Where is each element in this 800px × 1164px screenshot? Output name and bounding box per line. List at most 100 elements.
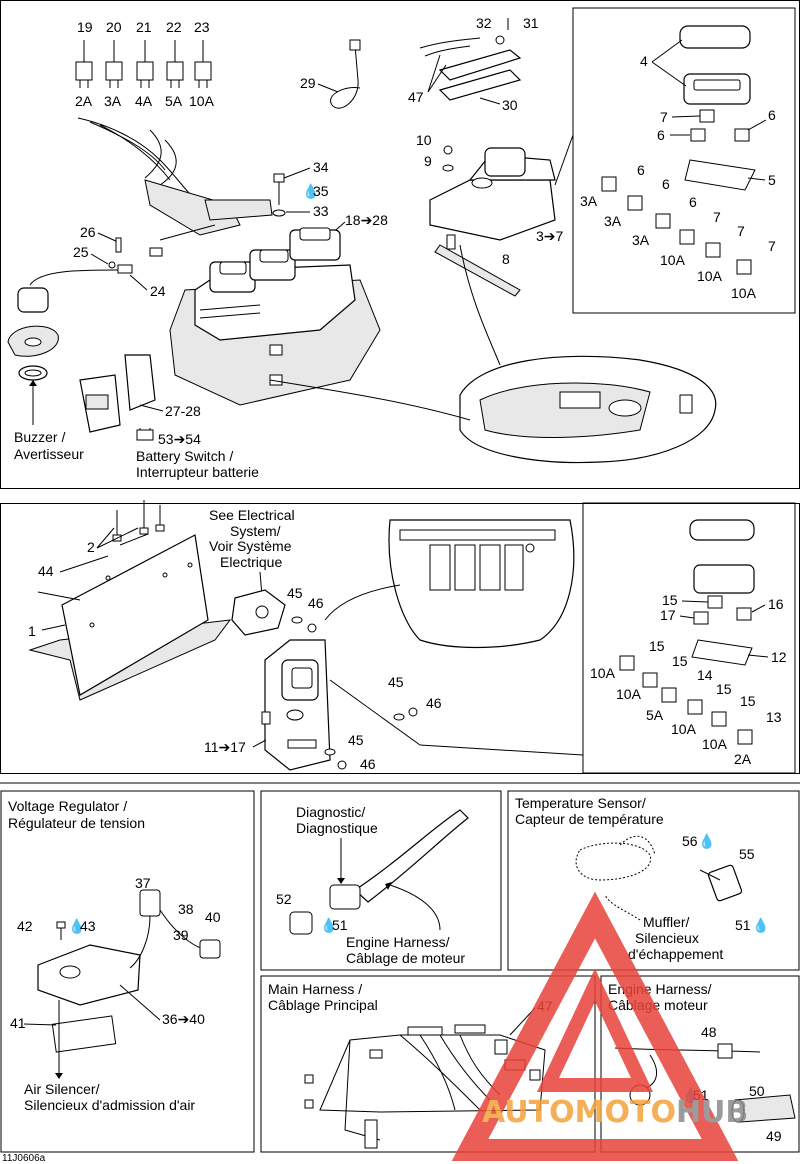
automotohub-watermark-logo: AUTOMOTOHUB [451,891,748,1161]
callout-35: 35 [313,183,329,199]
callout-33: 33 [313,203,329,219]
figure-reference: 11J0606a [2,1153,46,1164]
callout-55: 55 [739,846,755,862]
callout-15a: 15 [662,592,678,608]
callout-44: 44 [38,563,54,579]
callout-6a: 6 [657,127,665,143]
nut-icon-c [337,760,347,770]
callout-30: 30 [502,97,518,113]
watermark-text: AUTOMOTOHUB [482,1095,748,1130]
callout-51a: 51 [332,917,348,933]
callout-11-17: 11➔17 [204,739,246,755]
callout-45a: 45 [287,585,303,601]
callout-12: 12 [771,649,787,665]
air-silencer-label: Air Silencer/ [24,1081,100,1097]
callout-47: 47 [408,89,424,105]
fuse-cover-icon-2 [689,519,755,666]
rating-4a: 4A [135,93,153,109]
buzzer-icon [7,287,59,381]
callout-21: 21 [136,19,152,35]
callout-6e: 6 [689,194,697,210]
callout-5: 5 [768,172,776,188]
callout-52: 52 [276,891,292,907]
callout-31: 31 [523,15,539,31]
callout-6c: 6 [637,162,645,178]
callout-51b: 51 [735,917,751,933]
main-harness-title-fr: Câblage Principal [268,997,378,1013]
callout-38: 38 [178,901,194,917]
rating-3a-1: 3A [580,193,598,209]
muffler-label-2: Silencieux [635,930,699,946]
buzzer-label: Buzzer / [14,429,65,445]
callout-8: 8 [502,251,510,267]
callout-46b: 46 [426,695,442,711]
callout-15d: 15 [716,681,732,697]
fuse-holder-icon [261,639,331,771]
callout-9: 9 [424,153,432,169]
callout-7b: 7 [713,209,721,225]
callout-2: 2 [87,539,95,555]
callout-23: 23 [194,19,210,35]
temperature-sensor-title: Temperature Sensor/ [515,795,646,811]
callout-20: 20 [106,19,122,35]
fuse-21-icon [136,40,154,88]
drop-icon: 💧 [302,183,319,200]
callout-41: 41 [10,1015,26,1031]
callout-7d: 7 [768,238,776,254]
cable-tie-icon [330,39,361,109]
air-silencer-label-fr: Silencieux d'admission d'air [24,1097,195,1113]
engine-harness-label-fr: Câblage de moteur [346,950,465,966]
drop-icon-4: 💧 [698,833,715,850]
voltage-regulator-title-fr: Régulateur de tension [8,815,145,831]
rating-10a-5: 10A [616,686,642,702]
buzzer-label-fr: Avertisseur [14,446,84,462]
fuse-box-icon [169,227,381,406]
callout-40: 40 [205,909,221,925]
connector-block-icon [419,18,522,101]
callout-34: 34 [313,159,329,175]
callout-50: 50 [749,1083,765,1099]
muffler-label-fr: d'échappement [628,946,723,962]
rating-5a: 5A [165,93,183,109]
callout-29: 29 [300,75,316,91]
rating-3a-2: 3A [604,213,622,229]
callout-32: 32 [476,15,492,31]
callout-19: 19 [77,19,93,35]
nut-icon [108,261,116,269]
rating-10a-1: 10A [660,252,686,268]
battery-switch-label-fr: Interrupteur batterie [136,464,259,480]
voltage-regulator-title: Voltage Regulator / [8,798,127,814]
callout-46c: 46 [360,756,376,772]
diagnostic-title: Diagnostic/ [296,804,365,820]
callout-25: 25 [73,244,89,260]
engine-harness-label: Engine Harness/ [346,934,450,950]
rating-10a-2: 10A [697,268,723,284]
callout-6d: 6 [662,176,670,192]
rating-2a: 2A [75,93,93,109]
pin-icon [115,237,122,253]
callout-18-28: 18➔28 [345,212,388,228]
callout-46a: 46 [308,595,324,611]
callout-13: 13 [766,709,782,725]
callout-56: 56 [682,833,698,849]
battery-switch-icon [79,354,156,433]
relay-icon [231,589,317,636]
drop-icon-5: 💧 [752,917,769,934]
callout-49: 49 [766,1128,782,1144]
callout-45b: 45 [388,674,404,690]
rating-2a-2: 2A [734,751,752,767]
rating-3a-3: 3A [632,232,650,248]
mounting-plate-icon [28,533,232,701]
bolts-icon [112,500,165,542]
fuse-cover-icon [679,25,756,191]
see-electrical-label-fr: Voir Système [209,538,292,554]
callout-4: 4 [640,53,648,69]
fuse-23-icon [194,40,212,88]
rating-10a: 10A [189,93,215,109]
battery-icon [136,428,154,441]
see-electrical-label-2: System/ [230,523,281,539]
rating-10a-7: 10A [702,736,728,752]
washer-icon [393,713,405,721]
diagnostic-connector-icon [289,809,469,935]
